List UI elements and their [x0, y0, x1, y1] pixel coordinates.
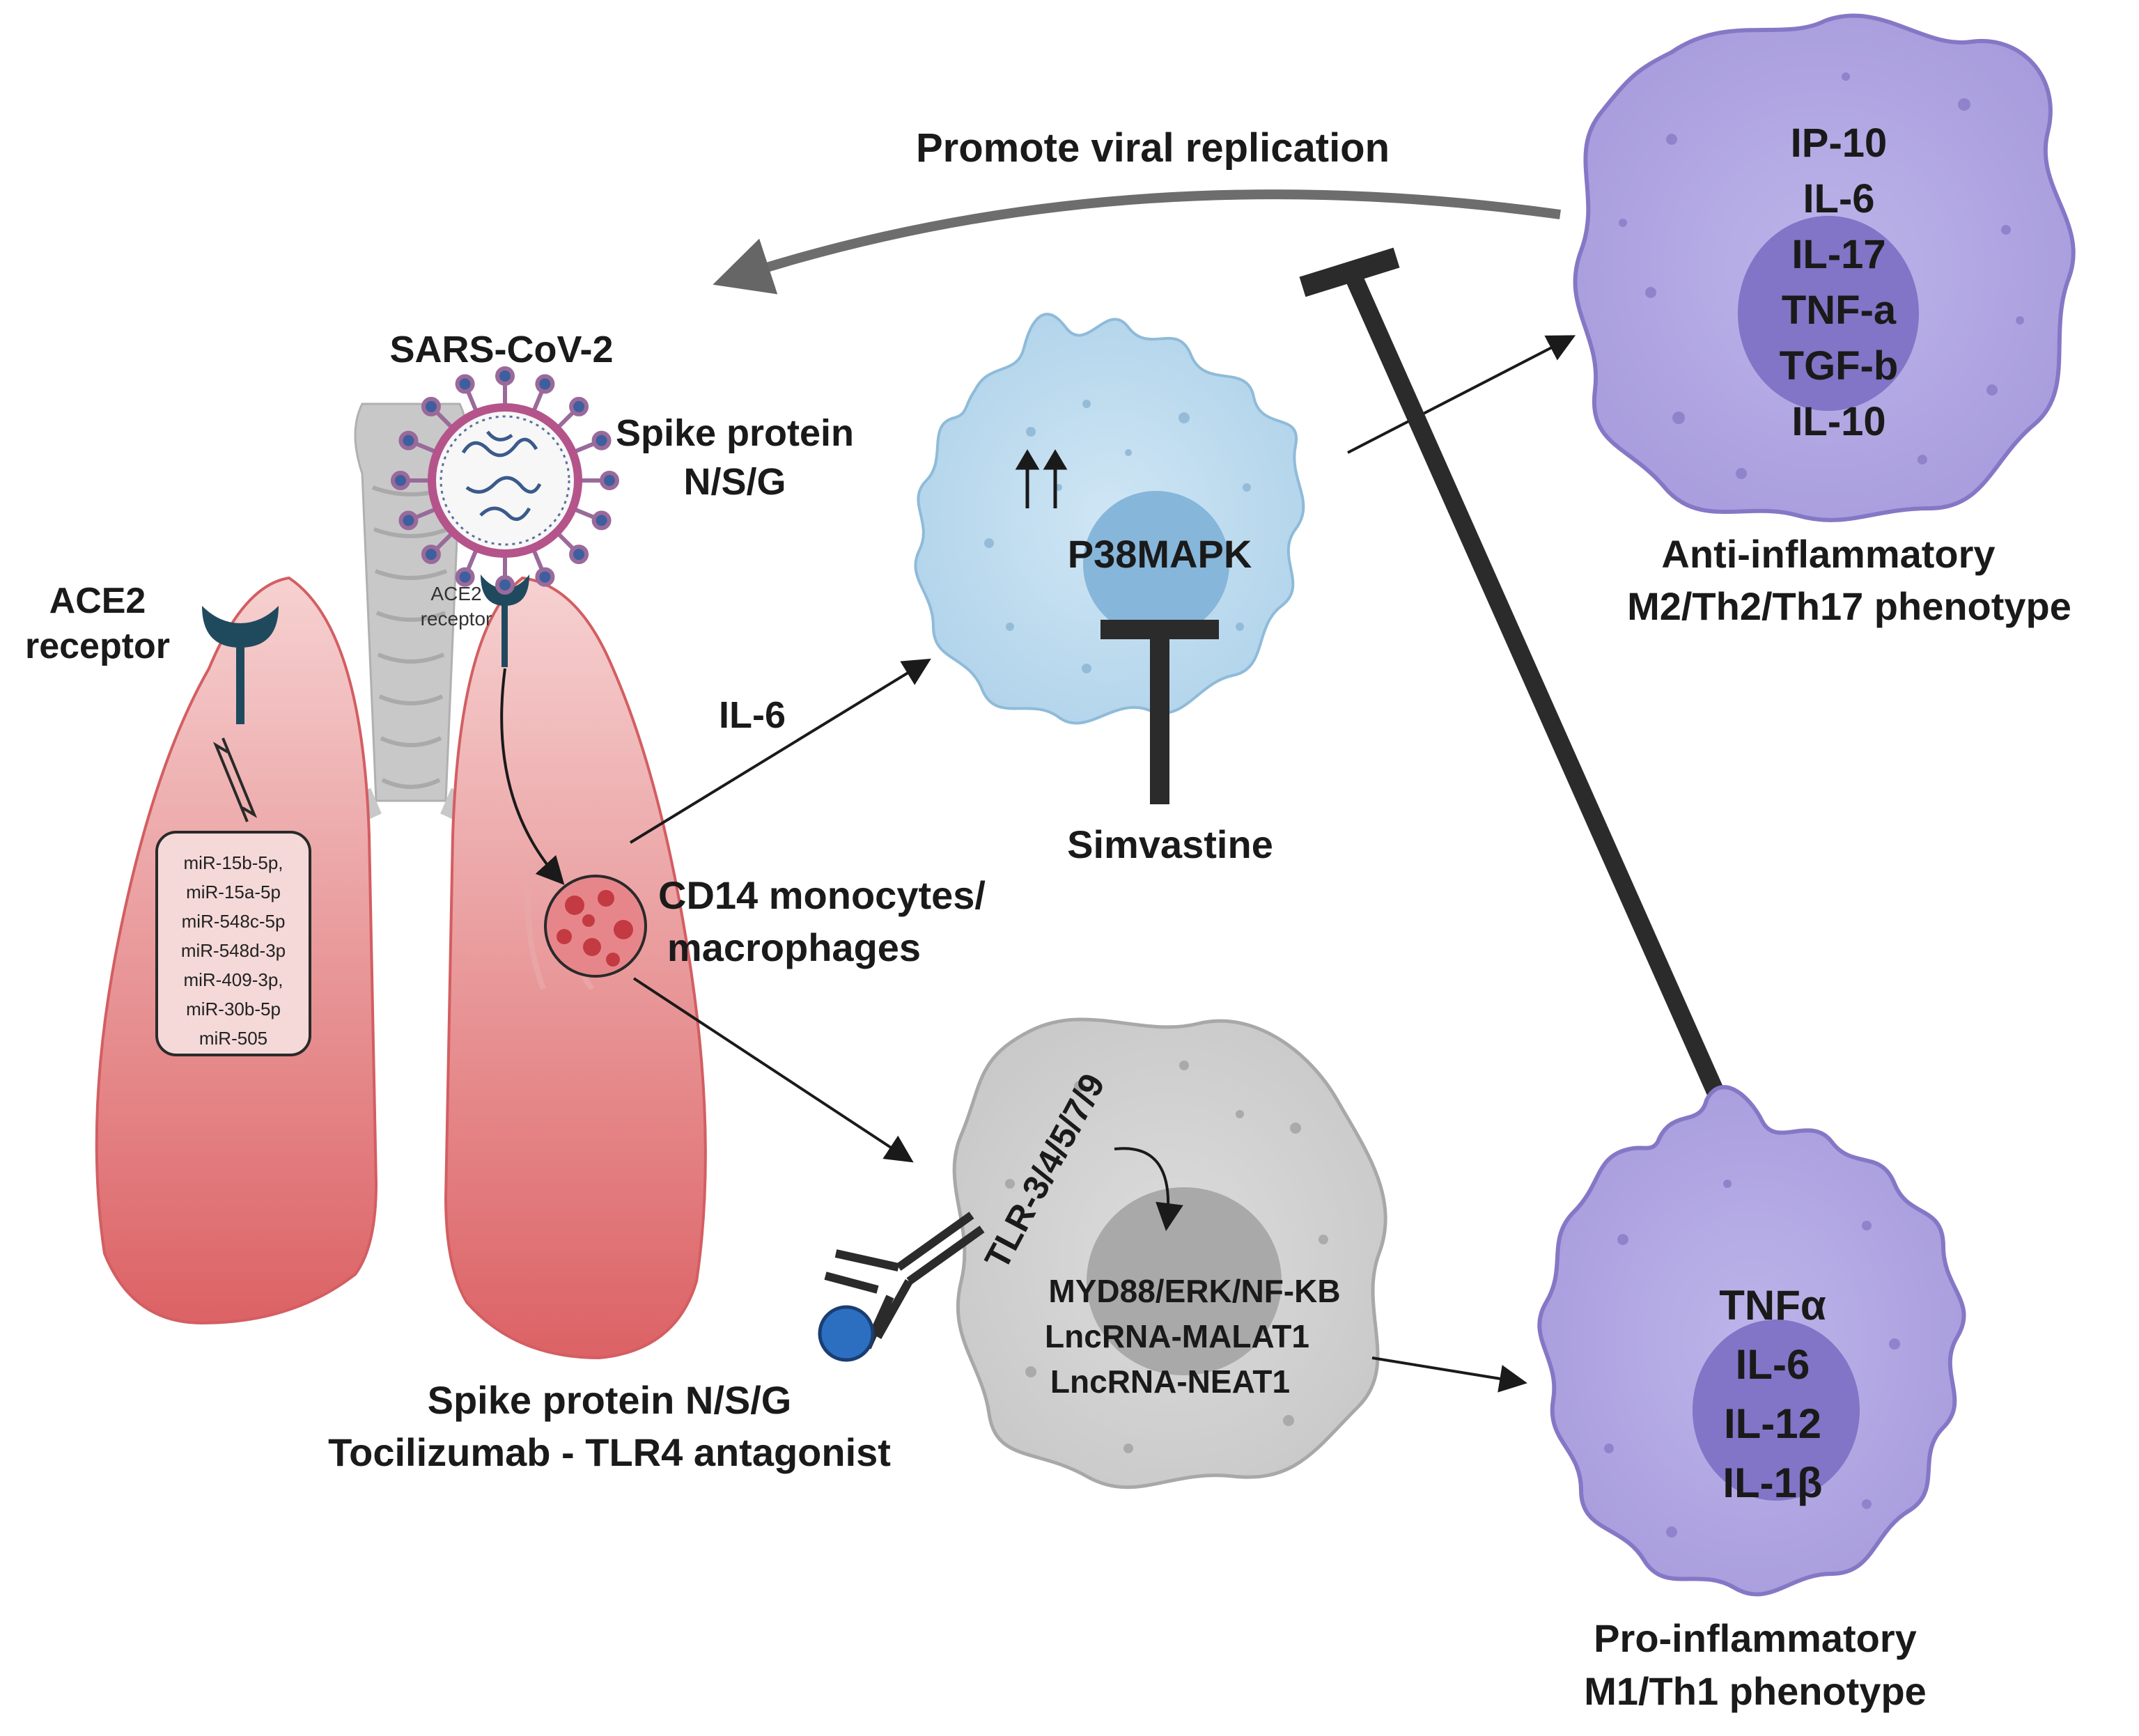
mirna-box: miR-15b-5p, miR-15a-5p miR-548c-5p miR-5… [155, 831, 311, 1056]
virus-spike-tip [535, 374, 555, 394]
cd14-cluster-icon [544, 875, 647, 978]
spike-protein-label-line1: Spike protein [616, 412, 854, 454]
grey-cell-nucleus [1087, 1187, 1282, 1375]
promote-replication-arrow [713, 189, 1561, 295]
virus-spike-tip [495, 575, 515, 595]
p38-to-anti-arrow [1347, 335, 1576, 454]
blue-cell-nucleus [1083, 491, 1229, 637]
anti-cytokine: IL-10 [1791, 399, 1885, 444]
anti-inflammatory-label-line1: Anti-inflammatory [1661, 532, 1995, 576]
cd14-label-line2: macrophages [667, 925, 921, 969]
pro-inflammatory-label-line2: M1/Th1 phenotype [1584, 1669, 1927, 1713]
pro-cell-nucleus [1693, 1320, 1860, 1501]
virus-spike-tip [398, 510, 419, 531]
anti-cell-nucleus [1738, 216, 1919, 411]
tlr-receptor-antibody-icon [818, 1212, 985, 1362]
simvastine-label: Simvastine [1067, 822, 1273, 866]
p38mapk-label: P38MAPK [1068, 532, 1252, 576]
ace2-small-label-line1: ACE2 [430, 583, 481, 604]
virus-spike-tip [591, 430, 612, 451]
pro-inhibits-anti-icon [1299, 247, 1732, 1115]
grey-cell-text: MYD88/ERK/NF-KB [1048, 1273, 1340, 1309]
tlr-to-pro-arrow [1371, 1356, 1527, 1393]
grey-cell-text: LncRNA-NEAT1 [1050, 1363, 1290, 1400]
tlr-cell: TLR-3/4/5/7/9 MYD88/ERK/NF-KB LncRNA-MAL… [952, 1017, 1387, 1489]
ace2-label-line2: receptor [25, 626, 170, 666]
spike-protein-label-line2: N/S/G [683, 461, 786, 503]
mirna-item: miR-15a-5p [186, 882, 281, 902]
pro-cytokine: IL-6 [1736, 1341, 1810, 1388]
anti-cytokine: IL-17 [1791, 232, 1885, 277]
anti-cytokine: TGF-b [1780, 343, 1899, 389]
anti-cytokine: TNF-a [1782, 288, 1897, 333]
il6-arrow [629, 658, 931, 844]
ace2-receptor-left-icon [202, 606, 279, 724]
virus-spike-tip [398, 430, 419, 451]
pro-cytokine: IL-1β [1722, 1460, 1822, 1506]
spike-tocilizumab-label-line2: Tocilizumab - TLR4 antagonist [328, 1430, 891, 1474]
grey-cell-text: LncRNA-MALAT1 [1045, 1318, 1309, 1354]
virus-spike-tip [455, 567, 475, 587]
virus-spike-tip [569, 545, 589, 565]
virus-spike-tip [495, 366, 515, 386]
ace2-small-label-line2: receptor [421, 608, 492, 630]
promote-replication-label: Promote viral replication [916, 125, 1390, 171]
il6-label: IL-6 [719, 694, 786, 736]
virus-spike-tip [569, 396, 589, 416]
mirna-item: miR-15b-5p, [183, 852, 283, 873]
mirna-item: miR-505 [199, 1028, 267, 1049]
sars-cov-2-virus-icon [391, 366, 619, 595]
sars-cov-2-label: SARS-CoV-2 [389, 329, 613, 370]
mirna-item: miR-548c-5p [182, 911, 286, 932]
virus-spike-tip [535, 567, 555, 587]
virus-spike-tip [600, 471, 619, 490]
virus-spike-tip [421, 545, 441, 565]
entry-arrow [500, 668, 565, 885]
equilibrium-arrows-icon [212, 737, 258, 822]
upregulation-arrows-icon [1015, 449, 1068, 508]
pro-cytokine: TNFα [1719, 1282, 1826, 1329]
virus-spike-tip [591, 510, 612, 531]
cd14-to-tlr-arrow [632, 977, 914, 1163]
simvastine-inhibitor-icon [1100, 620, 1219, 804]
virus-spike-tip [455, 374, 475, 394]
virus-spike-tip [391, 471, 410, 490]
mirna-item: miR-409-3p, [183, 969, 283, 990]
mirna-item: miR-548d-3p [181, 940, 286, 961]
pro-inflammatory-label-line1: Pro-inflammatory [1594, 1616, 1917, 1660]
p38mapk-cell: P38MAPK [914, 313, 1305, 725]
pro-cytokine: IL-12 [1724, 1400, 1821, 1447]
anti-cytokine: IP-10 [1791, 120, 1888, 166]
pro-inflammatory-cell: TNFα IL-6 IL-12 IL-1β [1537, 1085, 1966, 1597]
mirna-item: miR-30b-5p [186, 999, 281, 1019]
anti-inflammatory-cell: IP-10 IL-6 IL-17 TNF-a TGF-b IL-10 [1573, 13, 2076, 522]
anti-cytokine: IL-6 [1803, 176, 1874, 221]
anti-inflammatory-label-line2: M2/Th2/Th17 phenotype [1627, 584, 2071, 628]
virus-spike-tip [421, 396, 441, 416]
ace2-label-line1: ACE2 [49, 581, 146, 621]
cd14-label-line1: CD14 monocytes/ [658, 873, 986, 917]
tlr-signal-arrow [1114, 1147, 1183, 1231]
spike-tocilizumab-label-line1: Spike protein N/S/G [428, 1378, 792, 1422]
